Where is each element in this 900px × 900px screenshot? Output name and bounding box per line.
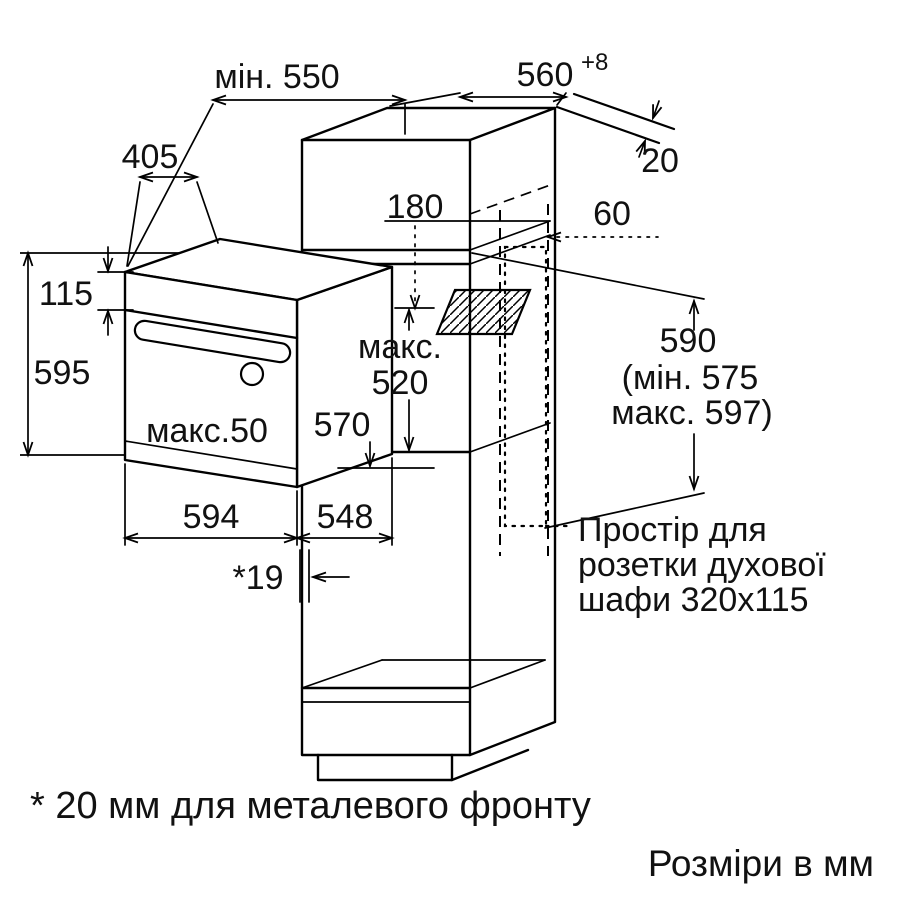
dim-405 [126,171,219,267]
oven-drawing [123,237,394,489]
hidden-edges-dashed [469,183,554,556]
socket-note-line1: Простір для [578,511,767,549]
dim-520-label: 520 [372,364,429,402]
dim-570 [337,441,435,469]
dim-595-label: 595 [34,354,91,392]
tall-cabinet-outline [300,106,557,782]
dim-560-label: 560 [517,56,574,94]
dim-560-tolerance-label: +8 [581,49,608,76]
dim-560 [389,91,569,107]
dim-max50-label: макс.50 [146,412,268,450]
socket-space-dotted-outline [503,245,574,528]
dim-405-label: 405 [122,138,179,176]
socket-note-line3: шафи 320x115 [578,581,809,619]
dim-590 [471,252,705,529]
footnote-metal-front: * 20 мм для металевого фронту [30,785,591,827]
units-note: Розміри в мм [648,843,874,884]
oven-door-handle [133,319,292,364]
dim-20-label: 20 [641,142,679,180]
dim-max-520 [394,307,435,453]
dim-min-550-label: мін. 550 [214,58,339,96]
dim-115-label: 115 [39,275,93,313]
dimension-lines [22,91,705,603]
dim-min-550 [127,94,408,267]
dim-594-label: 594 [183,498,240,536]
oven-control-panel-line [123,308,299,340]
dim-max-word-label: макс. [358,328,442,366]
dim-115 [97,246,134,336]
oven-door-bottom-line [124,440,298,470]
dim-590-label: 590 [660,322,717,360]
ventilation-cutout-hatch [435,288,532,336]
oven-knob [239,361,265,387]
dim-548-label: 548 [317,498,374,536]
dim-590-max-label: макс. 597) [611,394,772,432]
dim-60-label: 60 [593,195,631,233]
dim-19-door [299,549,350,603]
dim-594-548 [122,457,395,546]
socket-note-line2: розетки духової [578,546,826,584]
dim-570-label: 570 [314,406,371,444]
dim-180-label: 180 [387,188,444,226]
dim-590-min-label: (мін. 575 [622,359,759,397]
dim-20-wall-gap [555,92,676,158]
dim-19-label: *19 [232,559,283,597]
